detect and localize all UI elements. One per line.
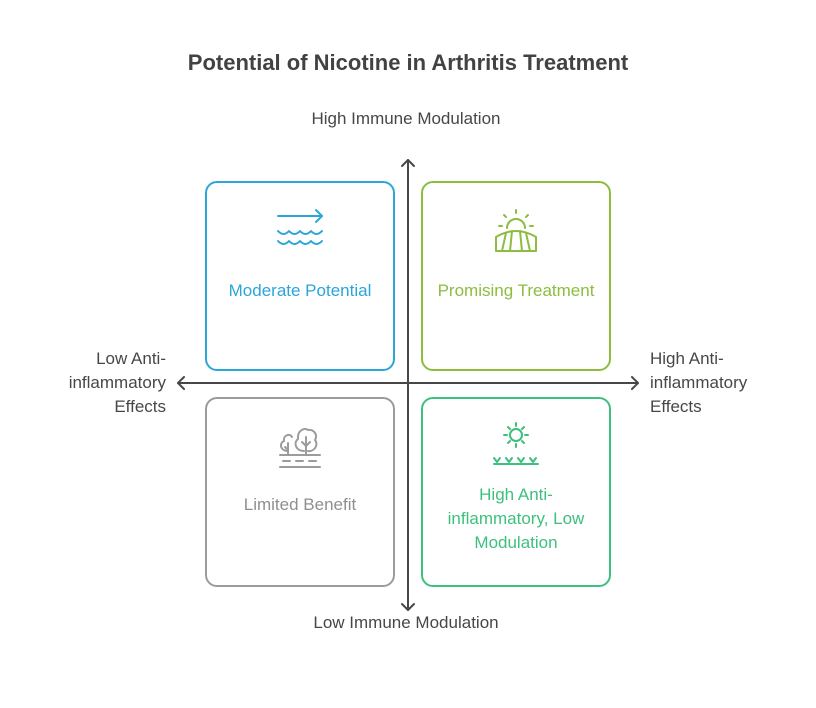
x-axis-right-arrow-icon	[631, 376, 639, 390]
water-flow-arrow-icon	[277, 209, 323, 245]
quadrant-high-anti-inflammatory-low-modulation: High Anti-inflammatory, Low Modulation	[421, 397, 611, 587]
quadrant-label: Limited Benefit	[243, 495, 357, 514]
x-axis-left-label: Low Anti-inflammatory Effects	[68, 349, 166, 416]
sun-grass-icon	[493, 422, 539, 465]
quadrant-label: High Anti-inflammatory, Low Modulation	[447, 485, 585, 552]
quadrant-moderate-potential: Moderate Potential	[205, 181, 395, 371]
quadrant-label: Promising Treatment	[437, 281, 595, 300]
quadrant-promising-treatment: Promising Treatment	[421, 181, 611, 371]
x-axis-right-label: High Anti-inflammatory Effects	[650, 349, 748, 416]
trees-road-icon	[279, 428, 321, 468]
x-axis-left-arrow-icon	[177, 376, 185, 390]
y-axis-up-arrow-icon	[401, 159, 415, 167]
y-axis-down-arrow-icon	[401, 603, 415, 611]
diagram-title: Potential of Nicotine in Arthritis Treat…	[187, 50, 629, 75]
quadrant-limited-benefit: Limited Benefit	[205, 397, 395, 587]
quadrant-label: Moderate Potential	[228, 281, 372, 300]
sunrise-field-icon	[495, 209, 537, 252]
y-axis-bottom-label: Low Immune Modulation	[313, 613, 499, 632]
y-axis-top-label: High Immune Modulation	[311, 109, 501, 128]
